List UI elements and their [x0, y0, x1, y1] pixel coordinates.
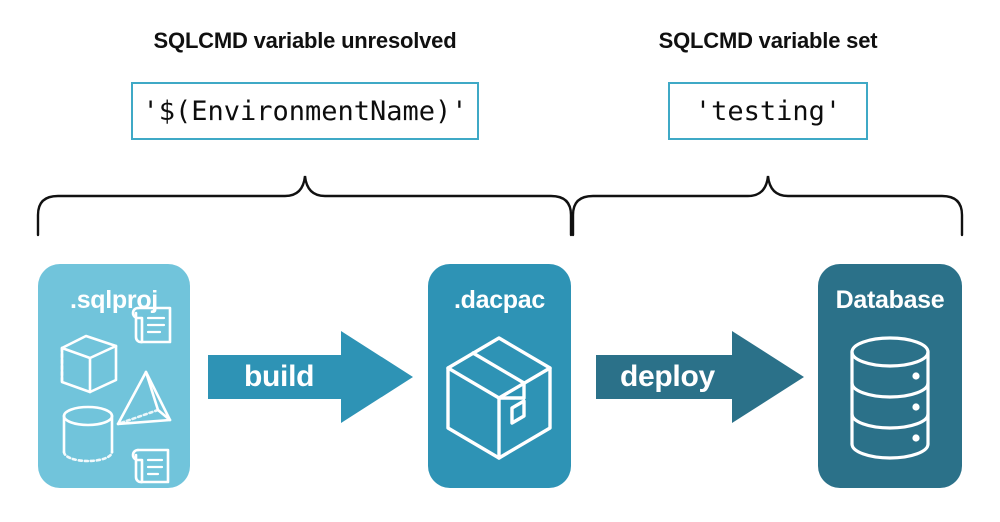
annotation-title-set: SQLCMD variable set — [658, 28, 878, 53]
arrow-deploy-shape — [596, 331, 804, 423]
arrow-build-shape — [208, 331, 413, 423]
node-database[interactable]: Database — [818, 264, 962, 488]
brace-set — [571, 175, 964, 237]
database-cylinder-icon — [850, 336, 930, 460]
node-label-database: Database — [835, 286, 945, 314]
package-box-icon — [446, 336, 552, 460]
annotation-title-unresolved: SQLCMD variable unresolved — [153, 28, 457, 53]
node-label-dacpac: .dacpac — [453, 286, 545, 314]
node-dacpac[interactable]: .dacpac — [428, 264, 571, 488]
node-label-sqlproj: .sqlproj — [70, 286, 158, 314]
node-sqlproj[interactable]: .sqlproj — [38, 264, 190, 488]
arrow-build[interactable]: build — [208, 331, 413, 423]
code-value-box-set: 'testing' — [668, 82, 868, 140]
brace-unresolved — [36, 175, 573, 237]
code-value-set: 'testing' — [694, 95, 842, 127]
arrow-deploy[interactable]: deploy — [596, 331, 804, 423]
project-shapes-icon — [60, 306, 172, 484]
code-value-unresolved: '$(EnvironmentName)' — [142, 95, 468, 127]
code-value-box-unresolved: '$(EnvironmentName)' — [131, 82, 479, 140]
